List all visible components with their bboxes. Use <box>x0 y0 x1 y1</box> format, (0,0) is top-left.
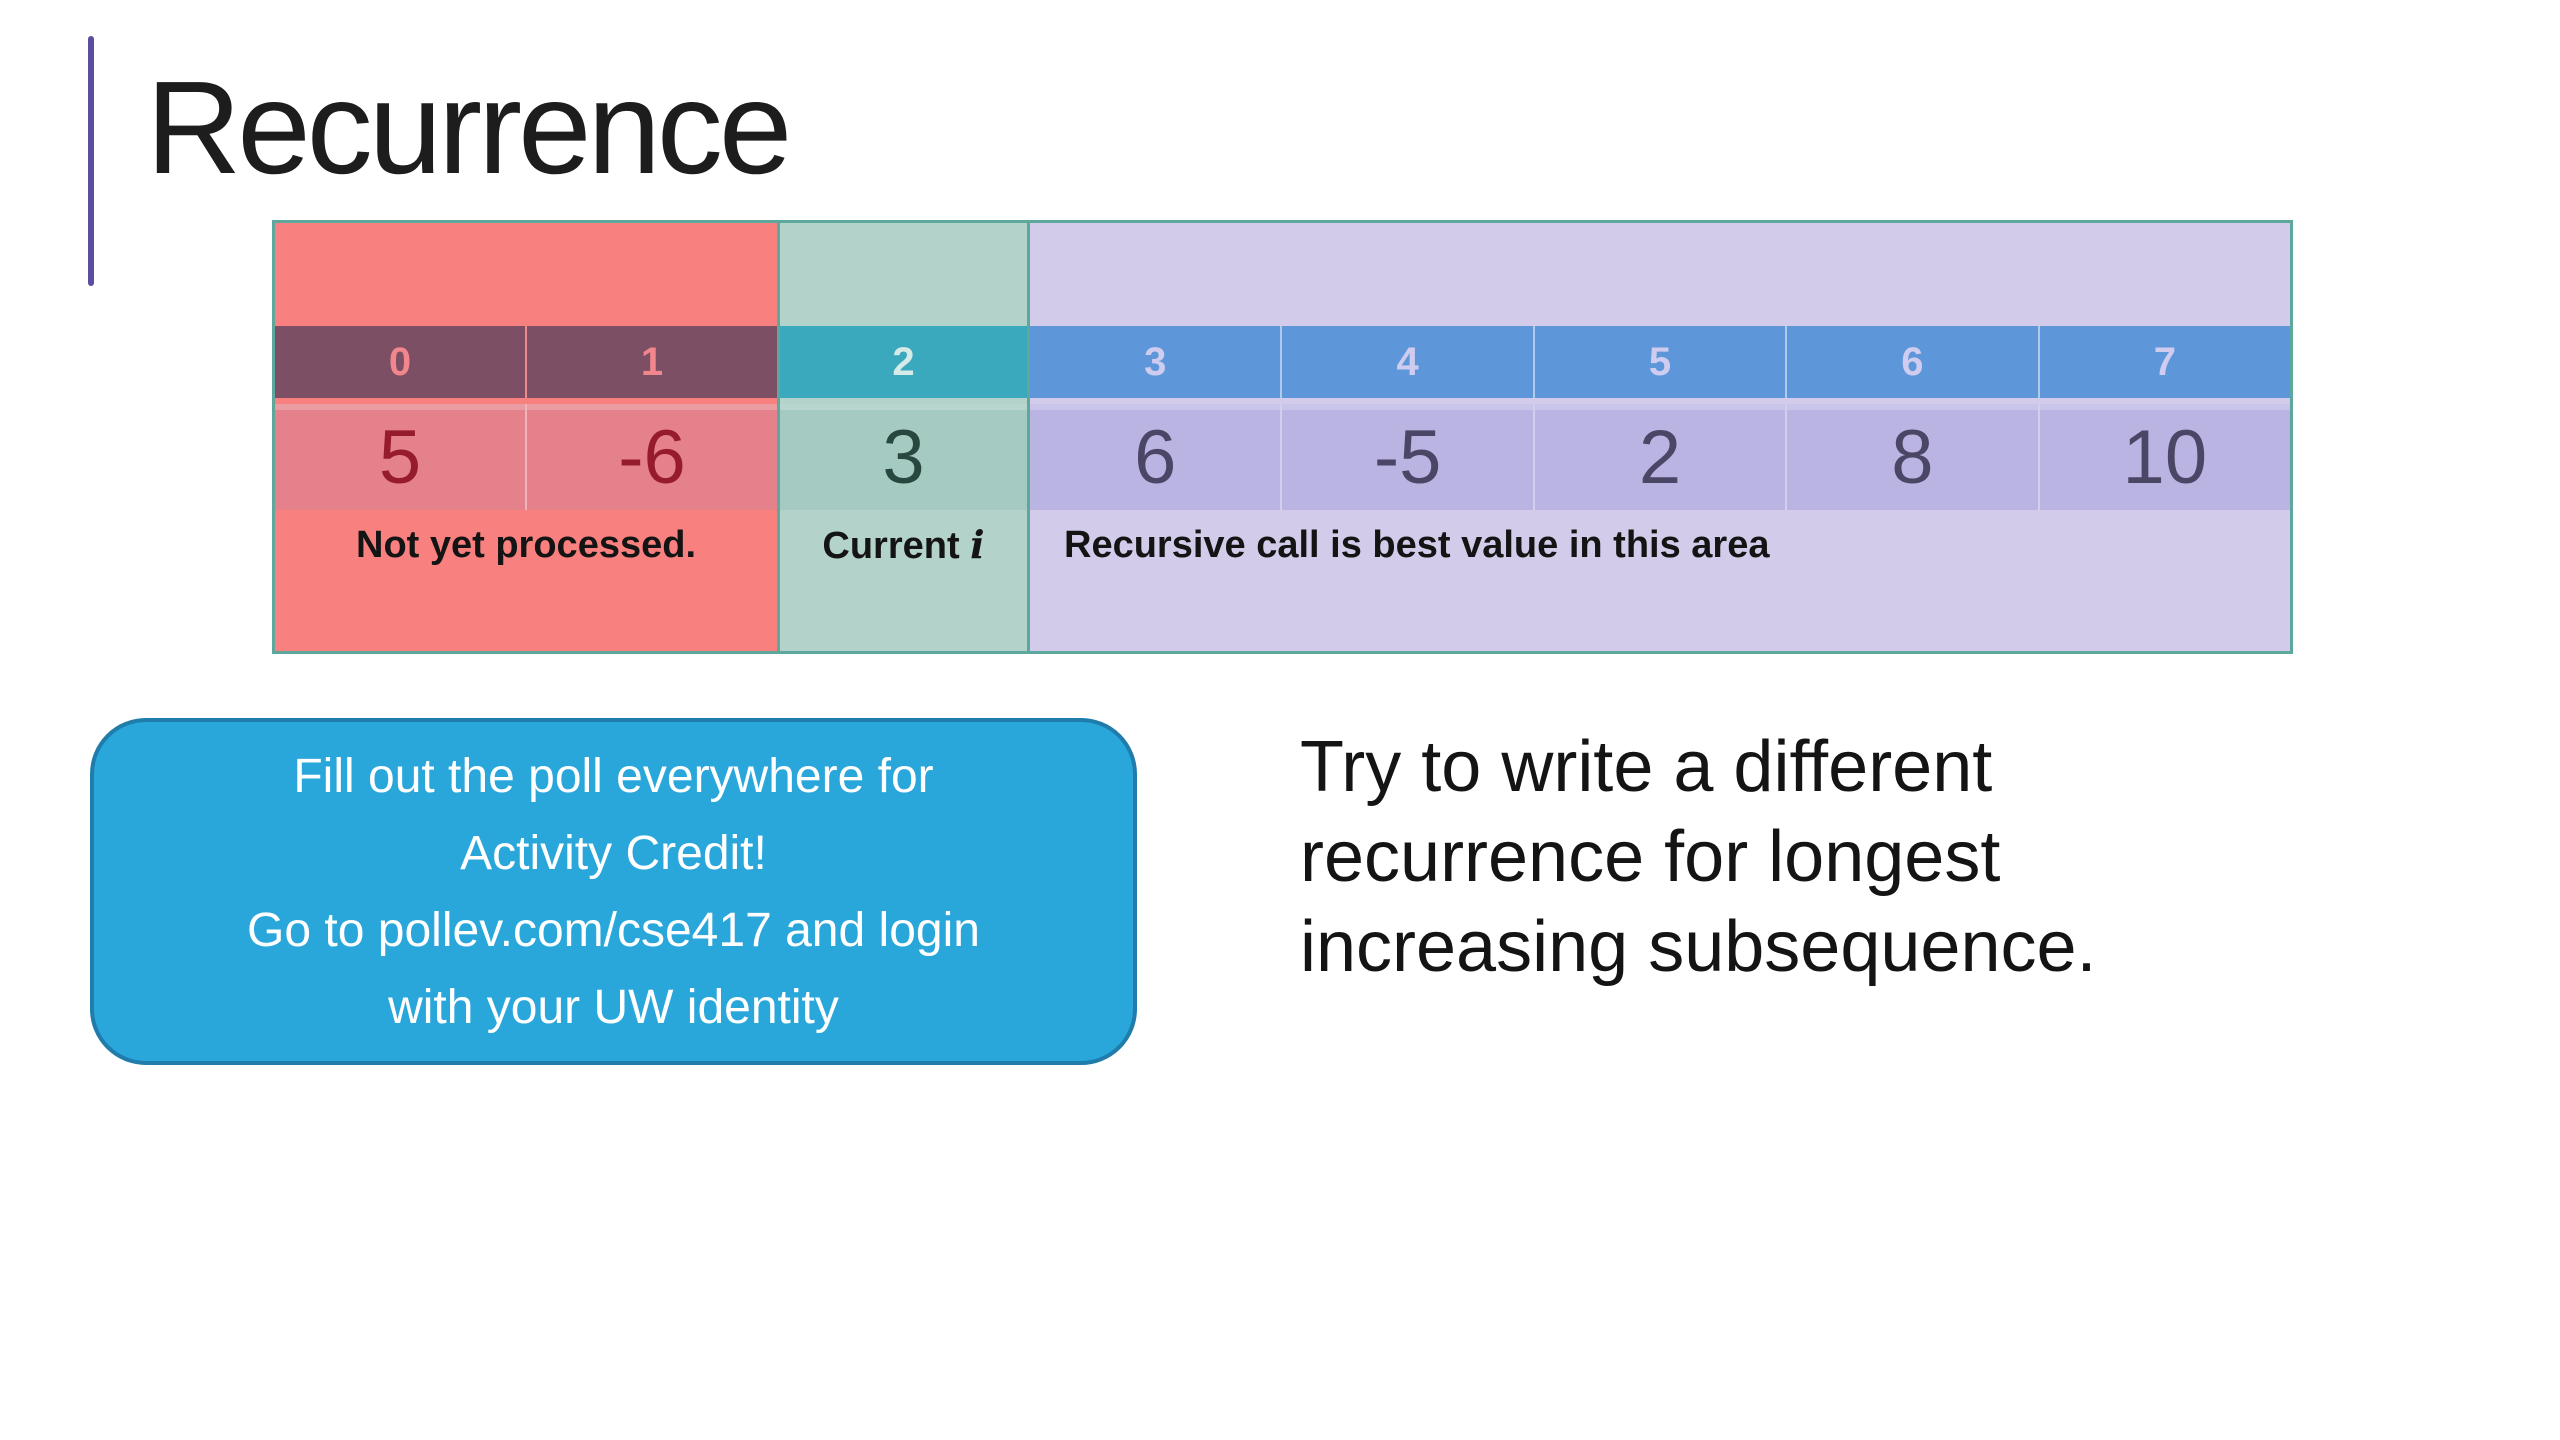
title-accent-bar <box>88 36 94 286</box>
index-cell-6: 6 <box>1785 326 2038 398</box>
value-cell-0: 5 <box>275 404 525 510</box>
index-cell-0: 0 <box>275 326 525 398</box>
label-not-processed: Not yet processed. <box>356 524 696 566</box>
region-current-i: 2 3 Current i <box>777 223 1030 651</box>
value-row-purple: 6 -5 2 8 10 <box>1030 404 2291 510</box>
sequence-table: 0 1 5 -6 Not yet processed. 2 3 Current … <box>272 220 2293 654</box>
label-recursive-call: Recursive call is best value in this are… <box>1064 524 1770 566</box>
prompt-text: Try to write a different recurrence for … <box>1300 727 2097 987</box>
index-cell-1: 1 <box>525 326 777 398</box>
label-current-variable: i <box>970 522 985 567</box>
value-cell-3: 6 <box>1030 404 1281 510</box>
index-row-purple: 3 4 5 6 7 <box>1030 326 2291 398</box>
poll-callout: Fill out the poll everywhere for Activit… <box>90 718 1137 1065</box>
slide-title: Recurrence <box>146 54 792 201</box>
value-cell-2: 3 <box>780 404 1027 510</box>
region-recursive-call: 3 4 5 6 7 6 -5 2 8 10 Recursive call is … <box>1030 223 2291 651</box>
index-row-red: 0 1 <box>275 326 777 398</box>
value-cell-4: -5 <box>1280 404 1533 510</box>
index-cell-2: 2 <box>780 326 1027 398</box>
index-cell-7: 7 <box>2037 326 2291 398</box>
index-row-teal: 2 <box>780 326 1027 398</box>
value-cell-7: 10 <box>2037 404 2291 510</box>
index-cell-4: 4 <box>1280 326 1533 398</box>
value-cell-6: 8 <box>1785 404 2038 510</box>
label-current-i: Current i <box>780 522 1027 568</box>
poll-callout-text: Fill out the poll everywhere for Activit… <box>247 749 980 1034</box>
value-cell-1: -6 <box>525 404 777 510</box>
region-not-processed: 0 1 5 -6 Not yet processed. <box>275 223 777 651</box>
index-cell-3: 3 <box>1030 326 1281 398</box>
value-cell-5: 2 <box>1532 404 1786 510</box>
index-cell-5: 5 <box>1532 326 1786 398</box>
value-row-teal: 3 <box>780 404 1027 510</box>
value-row-red: 5 -6 <box>275 404 777 510</box>
label-current-prefix: Current <box>822 525 971 567</box>
